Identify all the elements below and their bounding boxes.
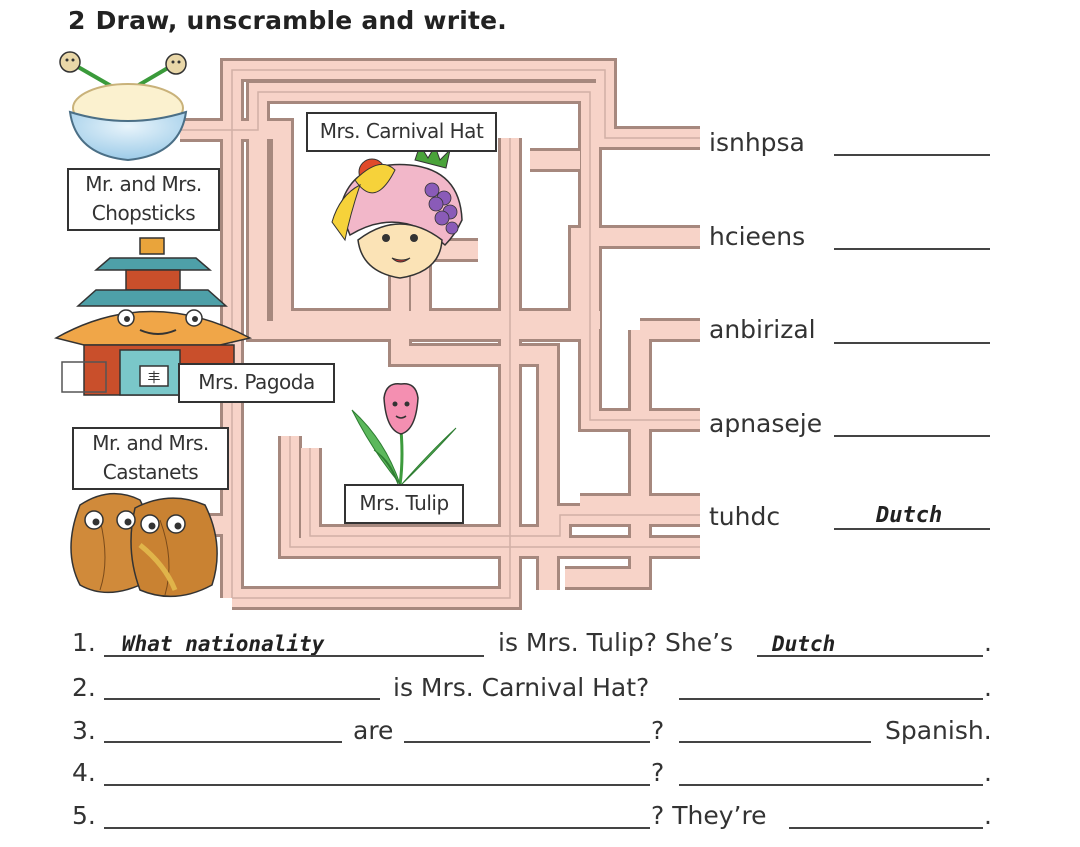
castanets-illustration (70, 492, 218, 598)
sentence-5-blank-1[interactable] (104, 827, 650, 829)
sentence-5-end: . (984, 801, 992, 830)
sentence-3-blank-3[interactable] (679, 741, 871, 743)
exercise-number: 2 (68, 6, 86, 35)
sentence-4-number: 4. (72, 758, 96, 787)
answer-line-2[interactable] (834, 248, 990, 250)
label-castanets-text: Mr. and Mrs. Castanets (92, 431, 209, 484)
label-carnival-hat: Mrs. Carnival Hat (306, 112, 497, 152)
sentence-1-number: 1. (72, 628, 96, 657)
maze-pipes (180, 58, 700, 610)
answer-line-5[interactable] (834, 528, 990, 530)
sentence-5-blank-2[interactable] (789, 827, 983, 829)
scrambled-word-5: tuhdc (709, 502, 781, 531)
sentence-3-text-2: ? (651, 716, 665, 745)
pagoda-illustration: 丰 (53, 237, 253, 396)
label-castanets: Mr. and Mrs. Castanets (72, 427, 229, 490)
rice-bowl-illustration (59, 51, 188, 162)
sentence-2-blank-1[interactable] (104, 698, 380, 700)
answer-line-4[interactable] (834, 435, 990, 437)
scrambled-word-3: anbirizal (709, 315, 816, 344)
sentence-1-end: . (984, 628, 992, 657)
sentence-2-end: . (984, 673, 992, 702)
sentence-1-answer-1: What nationality (122, 632, 325, 656)
sentence-1-answer-2: Dutch (772, 632, 836, 656)
label-tulip-text: Mrs. Tulip (359, 491, 449, 515)
label-chopsticks-text: Mr. and Mrs. Chopsticks (85, 172, 202, 225)
answer-line-1[interactable] (834, 154, 990, 156)
exercise-instruction: Draw, unscramble and write. (95, 6, 507, 35)
scrambled-word-1: isnhpsa (709, 128, 805, 157)
sentence-4-end: . (984, 758, 992, 787)
answer-5-text: Dutch (876, 503, 943, 528)
svg-text:丰: 丰 (147, 371, 160, 386)
sentence-4-text-1: ? (651, 758, 665, 787)
answer-line-3[interactable] (834, 342, 990, 344)
sentence-1-blank-1[interactable] (104, 655, 484, 657)
label-pagoda-text: Mrs. Pagoda (198, 370, 315, 394)
sentence-4-blank-1[interactable] (104, 784, 650, 786)
scrambled-word-2: hcieens (709, 222, 806, 251)
sentence-3-text-1: are (353, 716, 394, 745)
tulip-illustration (351, 383, 457, 486)
sentence-2-text-1: is Mrs. Carnival Hat? (393, 673, 650, 702)
exercise-title: 2 Draw, unscramble and write. (68, 6, 507, 35)
sentence-3-blank-2[interactable] (404, 741, 650, 743)
sentence-5-text-1: ? They’re (651, 801, 767, 830)
label-tulip: Mrs. Tulip (344, 484, 464, 524)
carnival-hat-illustration (331, 143, 463, 279)
sentence-3-number: 3. (72, 716, 96, 745)
sentence-3-text-3: Spanish. (885, 716, 992, 745)
label-chopsticks: Mr. and Mrs. Chopsticks (67, 168, 220, 231)
sentence-1-blank-2[interactable] (757, 655, 983, 657)
sentence-1-text-1: is Mrs. Tulip? She’s (498, 628, 734, 657)
sentence-5-number: 5. (72, 801, 96, 830)
sentence-2-blank-2[interactable] (679, 698, 983, 700)
sentence-2-number: 2. (72, 673, 96, 702)
sentence-3-blank-1[interactable] (104, 741, 342, 743)
label-carnival-hat-text: Mrs. Carnival Hat (319, 119, 484, 143)
scrambled-word-4: apnaseje (709, 409, 823, 438)
label-pagoda: Mrs. Pagoda (178, 363, 335, 403)
sentence-4-blank-2[interactable] (679, 784, 983, 786)
